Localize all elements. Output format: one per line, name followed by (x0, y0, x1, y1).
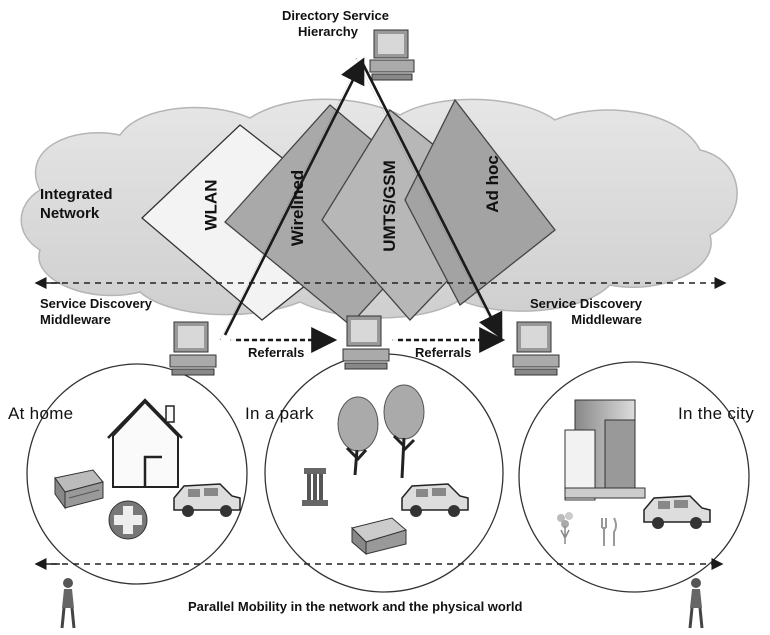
network-planes (141, 98, 556, 326)
directory-title-line2: Hierarchy (298, 24, 358, 39)
network-label-wirelined: Wirelined (288, 169, 308, 247)
medical-cross-icon (108, 500, 148, 540)
middleware-right-label: Service Discovery Middleware (530, 296, 642, 328)
left-directory-arrow-back (219, 79, 351, 341)
column-statue-icon (302, 468, 328, 506)
directory-title-line1: Directory Service (282, 8, 389, 23)
flowers-icon (557, 512, 573, 544)
printer-icon (54, 469, 104, 510)
referrals-left-label: Referrals (248, 345, 305, 360)
right-middleware-computer-icon (512, 321, 560, 376)
middleware-left-label: Service Discovery Middleware (40, 296, 152, 328)
integrated-network-label: Integrated Network (40, 185, 113, 223)
directory-service-label: Directory Service Hierarchy (282, 8, 389, 40)
park-printer-icon (351, 517, 408, 556)
cutlery-icon (601, 517, 617, 546)
park-car-icon (401, 483, 469, 517)
right-directory-arrow (360, 61, 503, 340)
left-middleware-computer-icon (169, 321, 217, 376)
footer-caption: Parallel Mobility in the network and the… (188, 599, 523, 614)
city-car-icon (643, 495, 711, 529)
park-circle (264, 353, 504, 593)
middleware-left-line1: Service Discovery (40, 296, 153, 311)
integrated-line1: Integrated (40, 186, 113, 203)
integrated-line2: Network (40, 205, 100, 222)
network-label-umts-gsm: UMTS/GSM (379, 160, 399, 252)
tree-icon-2 (383, 384, 425, 479)
middleware-right-line2: Middleware (571, 312, 643, 327)
place-label-home: At home (8, 404, 74, 423)
referrals-right-label: Referrals (415, 345, 472, 360)
place-label-park: In a park (245, 404, 314, 423)
place-label-city: In the city (678, 404, 755, 423)
right-directory-arrow-back (355, 57, 491, 321)
middleware-right-line1: Service Discovery (530, 296, 643, 311)
home-car-icon (173, 483, 241, 517)
left-person-icon (60, 578, 76, 629)
left-directory-arrow (223, 57, 365, 336)
house-icon (107, 398, 183, 488)
building-icon (564, 399, 646, 501)
tree-icon-1 (337, 396, 379, 476)
center-middleware-computer-icon (342, 315, 390, 370)
adhoc-plane (404, 98, 556, 306)
network-label-wlan: WLAN (201, 179, 221, 231)
directory-server-icon (369, 29, 415, 81)
right-person-icon (688, 578, 704, 629)
network-label-adhoc: Ad hoc (482, 155, 502, 213)
middleware-left-line2: Middleware (40, 312, 111, 327)
